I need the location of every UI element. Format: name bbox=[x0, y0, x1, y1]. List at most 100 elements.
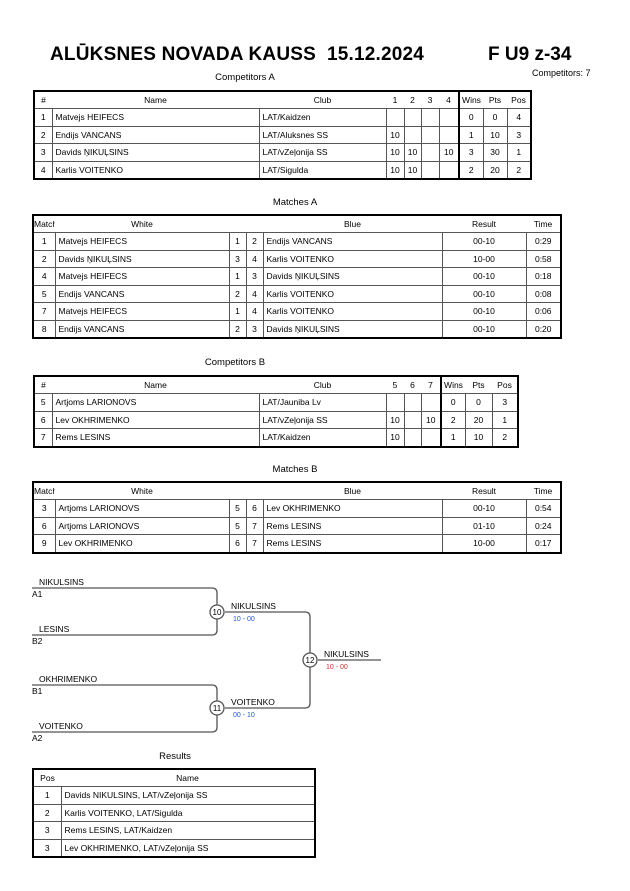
column-header: Wins bbox=[440, 376, 465, 394]
table-cell: 00-10 bbox=[441, 302, 527, 321]
table-cell: 6 bbox=[228, 534, 247, 553]
match-winner: VOITENKO bbox=[231, 697, 275, 707]
match-number: 11 bbox=[213, 704, 222, 713]
table-cell: 0:18 bbox=[525, 267, 562, 286]
table-cell: 1 bbox=[228, 302, 247, 321]
table-cell bbox=[385, 393, 405, 412]
competitors-count: Competitors: 7 bbox=[532, 68, 591, 78]
column-header: Pos bbox=[33, 769, 61, 787]
table-cell: Artjoms LARIONOVS bbox=[51, 393, 260, 412]
table-cell: 10 bbox=[385, 125, 405, 144]
table-cell: 10-00 bbox=[441, 534, 527, 553]
column-header: Pts bbox=[465, 376, 492, 394]
competitors-a-caption: Competitors A bbox=[215, 72, 275, 83]
match-circle-11 bbox=[209, 700, 225, 716]
table-cell bbox=[403, 428, 422, 447]
match-score: 10 - 00 bbox=[233, 616, 255, 623]
table-cell: 0:58 bbox=[525, 249, 562, 268]
table-cell: 2 bbox=[506, 160, 532, 180]
table-cell: Matvejs HEIFECS bbox=[54, 267, 230, 286]
table-cell: 4 bbox=[245, 302, 264, 321]
table-cell: 3 bbox=[228, 249, 247, 268]
match-score: 00 - 10 bbox=[233, 712, 255, 719]
table-cell: 3 bbox=[32, 821, 62, 840]
table-cell bbox=[420, 108, 440, 127]
table-cell: 1 bbox=[33, 108, 53, 127]
table-cell: Rems LESINS bbox=[262, 516, 443, 535]
bracket: NIKULSINS A1 LESINS B2 OKHRIMENKO B1 VOI… bbox=[32, 577, 381, 743]
table-cell bbox=[403, 410, 422, 429]
table-cell: 7 bbox=[32, 302, 56, 321]
table-cell: 3 bbox=[245, 319, 264, 339]
table-cell: LAT/Jauniba Lv bbox=[258, 393, 387, 412]
table-cell: 00-10 bbox=[441, 499, 527, 518]
results-caption: Results bbox=[159, 751, 191, 762]
table-cell: Davids ŅIKUĻSINS bbox=[51, 143, 260, 162]
table-cell: 0:20 bbox=[525, 319, 562, 339]
table-cell: 01-10 bbox=[441, 516, 527, 535]
table-cell bbox=[403, 125, 422, 144]
column-header bbox=[246, 482, 263, 500]
table-cell: Rems LESINS, LAT/Kaidzen bbox=[60, 821, 316, 840]
table-cell: 3 bbox=[32, 838, 62, 858]
match-number: 12 bbox=[306, 656, 315, 665]
table-cell: 3 bbox=[458, 143, 484, 162]
table-cell: LAT/Aluksnes SS bbox=[258, 125, 387, 144]
final-winner: NIKULSINS bbox=[324, 649, 369, 659]
table-cell: 0:24 bbox=[525, 516, 562, 535]
match-winner: NIKULSINS bbox=[231, 601, 276, 611]
column-header: Club bbox=[259, 376, 386, 394]
column-header: 7 bbox=[421, 376, 441, 394]
column-header: 3 bbox=[421, 91, 439, 109]
table-cell: Rems LESINS bbox=[51, 428, 260, 447]
table-cell: Karlis VOITENKO bbox=[51, 160, 260, 180]
table-cell bbox=[403, 108, 422, 127]
table-cell: 00-10 bbox=[441, 319, 527, 339]
table-cell: 10 bbox=[420, 410, 442, 429]
table-cell: 10 bbox=[464, 428, 493, 447]
table-cell: Artjoms LARIONOVS bbox=[54, 499, 230, 518]
table-cell: 5 bbox=[228, 516, 247, 535]
table-cell: 2 bbox=[458, 160, 484, 180]
column-header: Pos bbox=[492, 376, 518, 394]
table-cell: 7 bbox=[33, 428, 53, 447]
table-cell: 6 bbox=[245, 499, 264, 518]
table-cell: Endijs VANCANS bbox=[51, 125, 260, 144]
table-cell bbox=[420, 393, 442, 412]
column-header: Match bbox=[33, 482, 55, 500]
table-cell bbox=[420, 160, 440, 180]
table-cell: 10 bbox=[385, 428, 405, 447]
column-header bbox=[229, 215, 246, 233]
table-cell: 1 bbox=[506, 143, 532, 162]
table-cell: LAT/vZeļonija SS bbox=[258, 143, 387, 162]
table-cell bbox=[420, 428, 442, 447]
column-header: 5 bbox=[386, 376, 404, 394]
table-cell: 1 bbox=[458, 125, 484, 144]
table-cell: Matvejs HEIFECS bbox=[51, 108, 260, 127]
slot-seed: B1 bbox=[32, 686, 43, 696]
table-cell: 10 bbox=[403, 160, 422, 180]
table-cell: 10 bbox=[385, 143, 405, 162]
table-cell: 0:08 bbox=[525, 284, 562, 303]
table-cell: 5 bbox=[32, 284, 56, 303]
table-cell: 8 bbox=[32, 319, 56, 339]
column-header: Time bbox=[526, 215, 561, 233]
column-header: Match bbox=[33, 215, 55, 233]
column-header: 4 bbox=[439, 91, 459, 109]
table-cell: 2 bbox=[491, 428, 519, 447]
table-cell: 2 bbox=[228, 284, 247, 303]
table-cell: Matvejs HEIFECS bbox=[54, 302, 230, 321]
table-cell bbox=[438, 108, 460, 127]
table-cell: Lev OKHRIMENKO bbox=[54, 534, 230, 553]
